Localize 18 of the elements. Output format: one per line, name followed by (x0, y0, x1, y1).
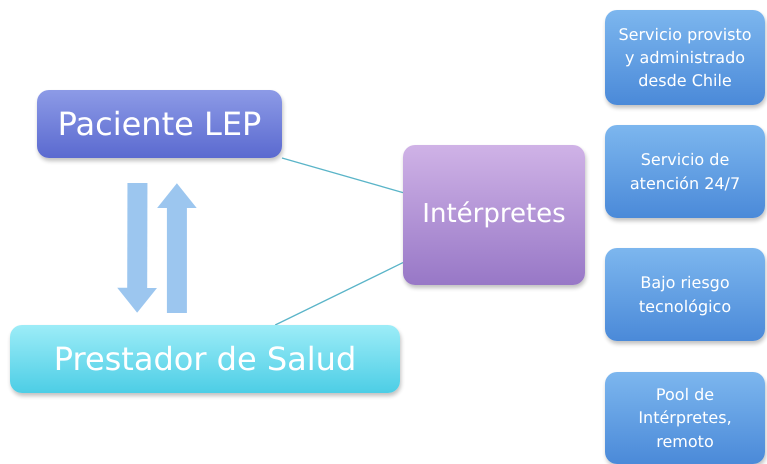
feature-box (605, 248, 765, 341)
box-label: Servicio de atención 24/7 (628, 149, 742, 194)
feature-box (605, 125, 765, 218)
box-label: Paciente LEP (58, 104, 262, 144)
box-label: Intérpretes (422, 199, 566, 231)
box-label: Pool de Intérpretes, remoto (637, 384, 733, 453)
connector-line (274, 262, 404, 326)
person-box (37, 90, 282, 158)
feature-box (605, 10, 765, 105)
box-label: Prestador de Salud (54, 340, 356, 378)
block-arrow (156, 183, 197, 313)
feature-box (605, 372, 765, 464)
provider-box (10, 325, 400, 393)
connector-line (282, 157, 404, 194)
box-label: Bajo riesgo tecnológico (638, 272, 732, 318)
interpreter-box (403, 145, 585, 285)
box-label: Servicio provisto y administrado desde Chile (617, 24, 753, 92)
block-arrow (117, 182, 158, 313)
